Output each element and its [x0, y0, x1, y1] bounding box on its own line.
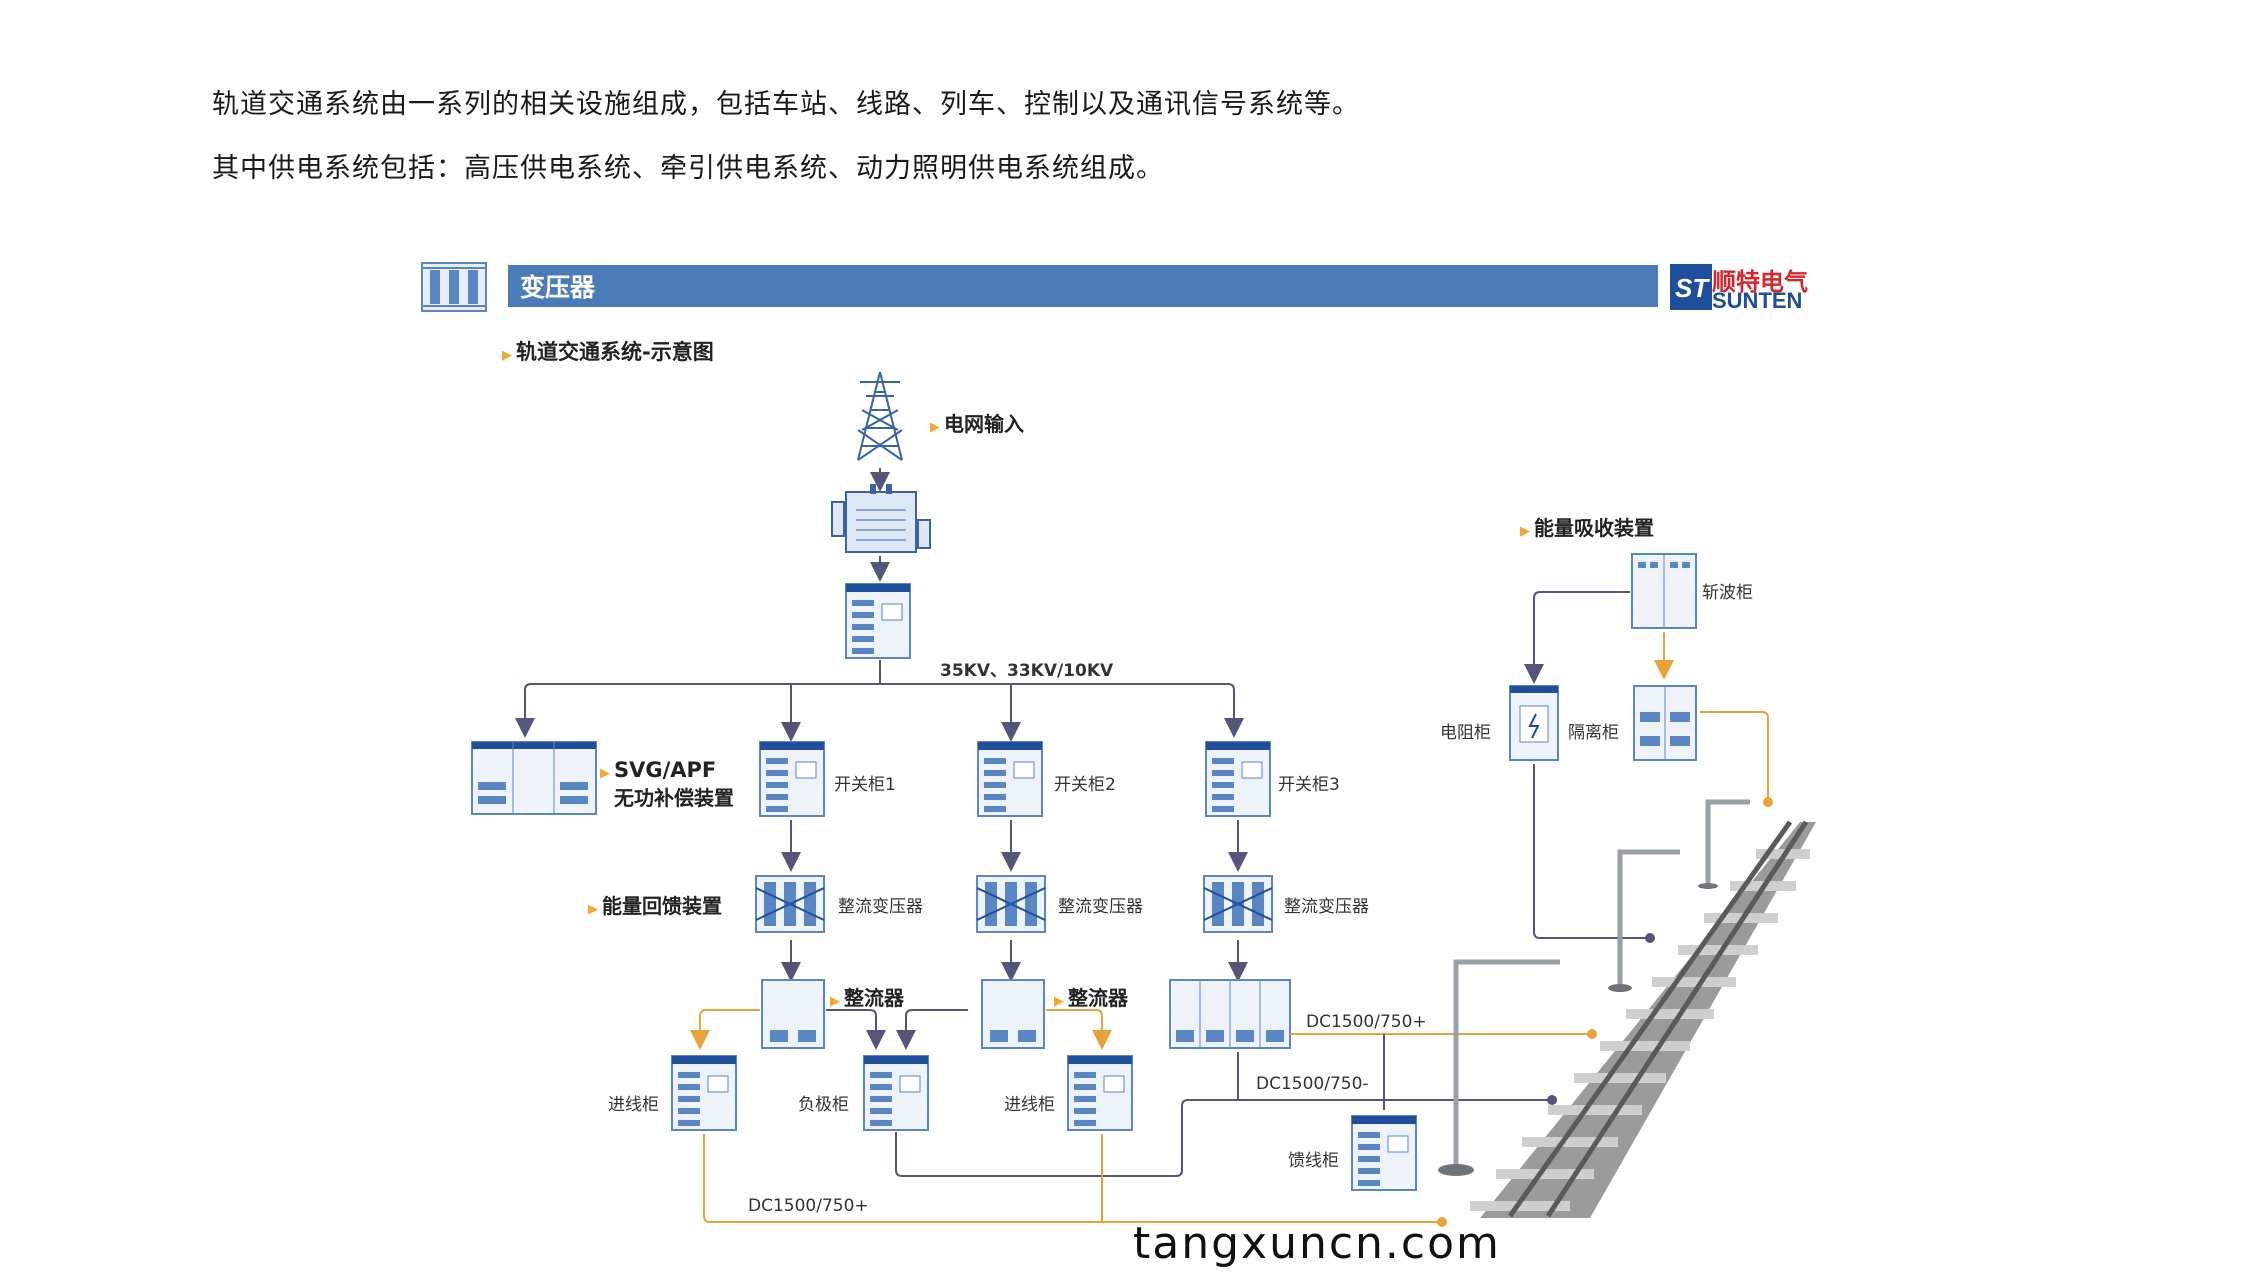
incoming-cabinet-1-label: 进线柜	[608, 1095, 659, 1115]
rectifier-transformer-2-icon	[976, 875, 1046, 933]
isolation-cabinet-label: 隔离柜	[1568, 723, 1619, 743]
incoming-cabinet-2-icon	[1067, 1055, 1133, 1131]
svg-apf-line1-text: SVG/APF	[614, 758, 717, 782]
negative-cabinet-icon	[863, 1055, 929, 1131]
main-transformer-icon	[831, 484, 931, 553]
dc-positive-label-2: DC1500/750+	[748, 1196, 869, 1216]
svg-apf-label: ▶ SVG/APF	[600, 758, 716, 782]
triangle-bullet-icon: ▶	[830, 994, 840, 1009]
rectifier-transformer-3-label: 整流变压器	[1284, 897, 1369, 917]
resistor-cabinet-label: 电阻柜	[1440, 723, 1491, 743]
triangle-bullet-icon: ▶	[1520, 524, 1530, 539]
negative-cabinet-label: 负极柜	[798, 1095, 849, 1115]
energy-absorb-text: 能量吸收装置	[1534, 516, 1654, 540]
rectifier-transformer-2-label: 整流变压器	[1058, 897, 1143, 917]
chopper-cabinet-label: 斩波柜	[1702, 583, 1753, 603]
feeder-cabinet-icon	[1351, 1115, 1417, 1191]
incoming-cabinet-1-icon	[671, 1055, 737, 1131]
rectifier-transformer-1-label: 整流变压器	[838, 897, 923, 917]
rectifier-1-text: 整流器	[844, 986, 904, 1010]
railway-track-icon	[1470, 820, 1816, 1218]
sunten-logo-icon: ST	[1670, 264, 1712, 310]
voltage-label: 35KV、33KV/10KV	[940, 661, 1114, 681]
transformer-logo-icon	[421, 262, 487, 312]
switchgear-1-icon	[759, 741, 825, 817]
triangle-bullet-icon: ▶	[930, 420, 940, 435]
triangle-bullet-icon: ▶	[1054, 994, 1064, 1009]
rectifier-1-icon	[761, 979, 825, 1049]
banner-title: 变压器	[520, 273, 596, 302]
switchgear-3-label: 开关柜3	[1278, 775, 1340, 795]
switchgear-1-label: 开关柜1	[834, 775, 896, 795]
power-tower-icon	[857, 371, 903, 461]
dc-negative-label: DC1500/750-	[1256, 1074, 1369, 1094]
catenary-pole-icon	[1453, 799, 1750, 1166]
intro-line-2: 其中供电系统包括：高压供电系统、牵引供电系统、动力照明供电系统组成。	[212, 153, 1164, 184]
svg-apf-line2: 无功补偿装置	[614, 786, 734, 810]
triangle-bullet-icon: ▶	[588, 902, 598, 917]
brand-name-cn: 顺特电气	[1712, 268, 1808, 296]
triangle-bullet-icon: ▶	[600, 766, 610, 781]
svg-apf-cabinet-icon	[471, 741, 597, 815]
section-title-text: 轨道交通系统-示意图	[516, 340, 714, 364]
diagram-section-title: ▶ 轨道交通系统-示意图	[502, 336, 714, 366]
rectifier-3-icon	[1169, 979, 1291, 1049]
dc-positive-label-1: DC1500/750+	[1306, 1012, 1427, 1032]
feeder-cabinet-label: 馈线柜	[1288, 1151, 1339, 1171]
rectifier-1-label: ▶ 整流器	[830, 982, 904, 1011]
chopper-cabinet-icon	[1631, 553, 1697, 629]
rectifier-2-text: 整流器	[1068, 986, 1128, 1010]
grid-input-text: 电网输入	[944, 412, 1024, 436]
banner-bar	[508, 265, 1658, 307]
brand-name-en: SUNTEN	[1712, 288, 1803, 313]
energy-feedback-text: 能量回馈装置	[602, 894, 722, 918]
rectifier-transformer-3-icon	[1203, 875, 1273, 933]
switchgear-2-label: 开关柜2	[1054, 775, 1116, 795]
energy-absorb-label: ▶ 能量吸收装置	[1520, 512, 1654, 541]
resistor-cabinet-icon	[1509, 685, 1559, 761]
grid-input-label: ▶ 电网输入	[930, 408, 1024, 437]
watermark: tangxuncn.com	[1133, 1218, 1501, 1269]
incoming-cabinet-2-label: 进线柜	[1004, 1095, 1055, 1115]
switchgear-2-icon	[977, 741, 1043, 817]
energy-feedback-label: ▶ 能量回馈装置	[588, 890, 722, 919]
intro-line-1: 轨道交通系统由一系列的相关设施组成，包括车站、线路、列车、控制以及通讯信号系统等…	[212, 89, 1360, 120]
svg-text:ST: ST	[1675, 273, 1710, 303]
rectifier-2-label: ▶ 整流器	[1054, 982, 1128, 1011]
switchgear-3-icon	[1205, 741, 1271, 817]
rectifier-transformer-1-icon	[755, 875, 825, 933]
isolation-cabinet-icon	[1633, 685, 1697, 761]
hv-switchgear-icon	[845, 583, 911, 659]
rectifier-2-icon	[981, 979, 1045, 1049]
triangle-bullet-icon: ▶	[502, 348, 512, 363]
